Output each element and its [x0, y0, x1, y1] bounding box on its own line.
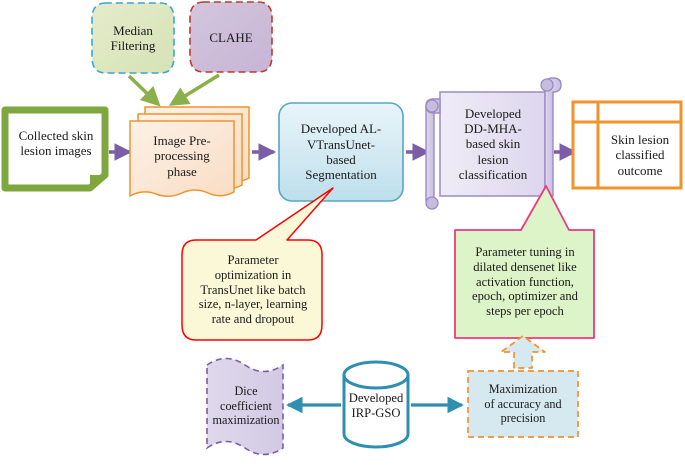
connector-maximization-to-tuning-callout [500, 335, 546, 369]
connector-clahe-to-preprocessing [168, 73, 220, 106]
node-parameter-optimization-callout[interactable] [181, 187, 334, 341]
node-developed-irp-gso[interactable] [342, 360, 410, 449]
node-image-preprocessing-phase[interactable] [129, 106, 250, 198]
connector-median-to-preprocessing [127, 74, 161, 107]
node-collected-skin-lesion-images[interactable] [1, 106, 109, 192]
node-clahe[interactable] [189, 1, 273, 73]
node-parameter-tuning-callout[interactable] [454, 185, 595, 339]
node-developed-dd-mha-classification[interactable] [425, 77, 562, 210]
node-median-filtering[interactable] [91, 2, 175, 74]
node-maximization-accuracy-precision[interactable] [467, 370, 579, 438]
node-developed-al-vtransunet-segmentation[interactable] [278, 102, 404, 202]
node-dice-coefficient-maximization[interactable] [206, 357, 284, 456]
node-skin-lesion-classified-outcome[interactable] [571, 100, 683, 190]
